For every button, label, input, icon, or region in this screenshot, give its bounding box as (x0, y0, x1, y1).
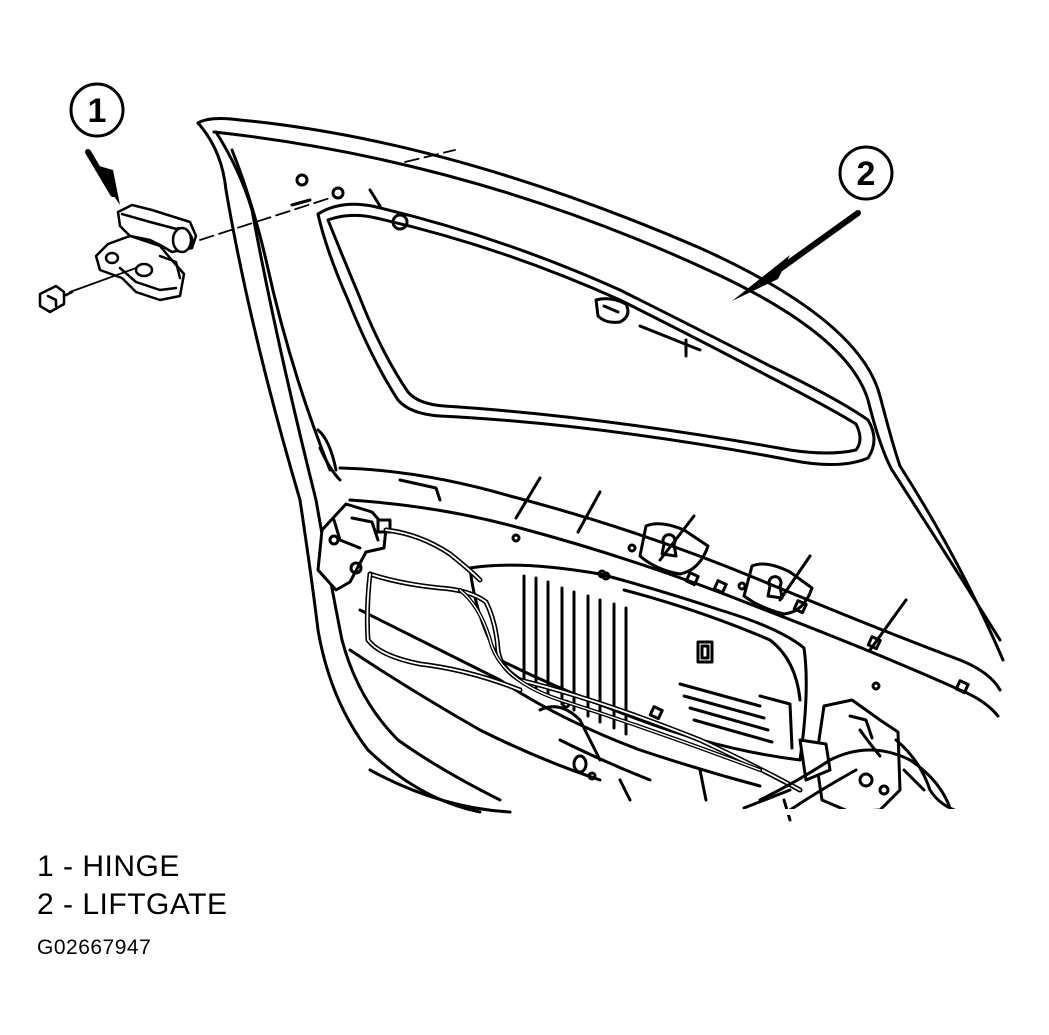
callout-2-number: 2 (857, 155, 876, 193)
callout-2: 2 (732, 145, 894, 301)
callout-1-number: 1 (88, 92, 107, 130)
hinge-part (38, 149, 456, 314)
legend-item-liftgate: 2 - LIFTGATE (37, 888, 228, 921)
callout-1: 1 (69, 82, 125, 205)
liftgate-hinge-diagram: 1 2 (38, 82, 1005, 822)
legend: 1 - HINGE 2 - LIFTGATE (37, 848, 227, 924)
liftgate-part (196, 117, 1005, 822)
figure-id: G02667947 (37, 936, 152, 959)
legend-item-hinge: 1 - HINGE (37, 850, 180, 883)
